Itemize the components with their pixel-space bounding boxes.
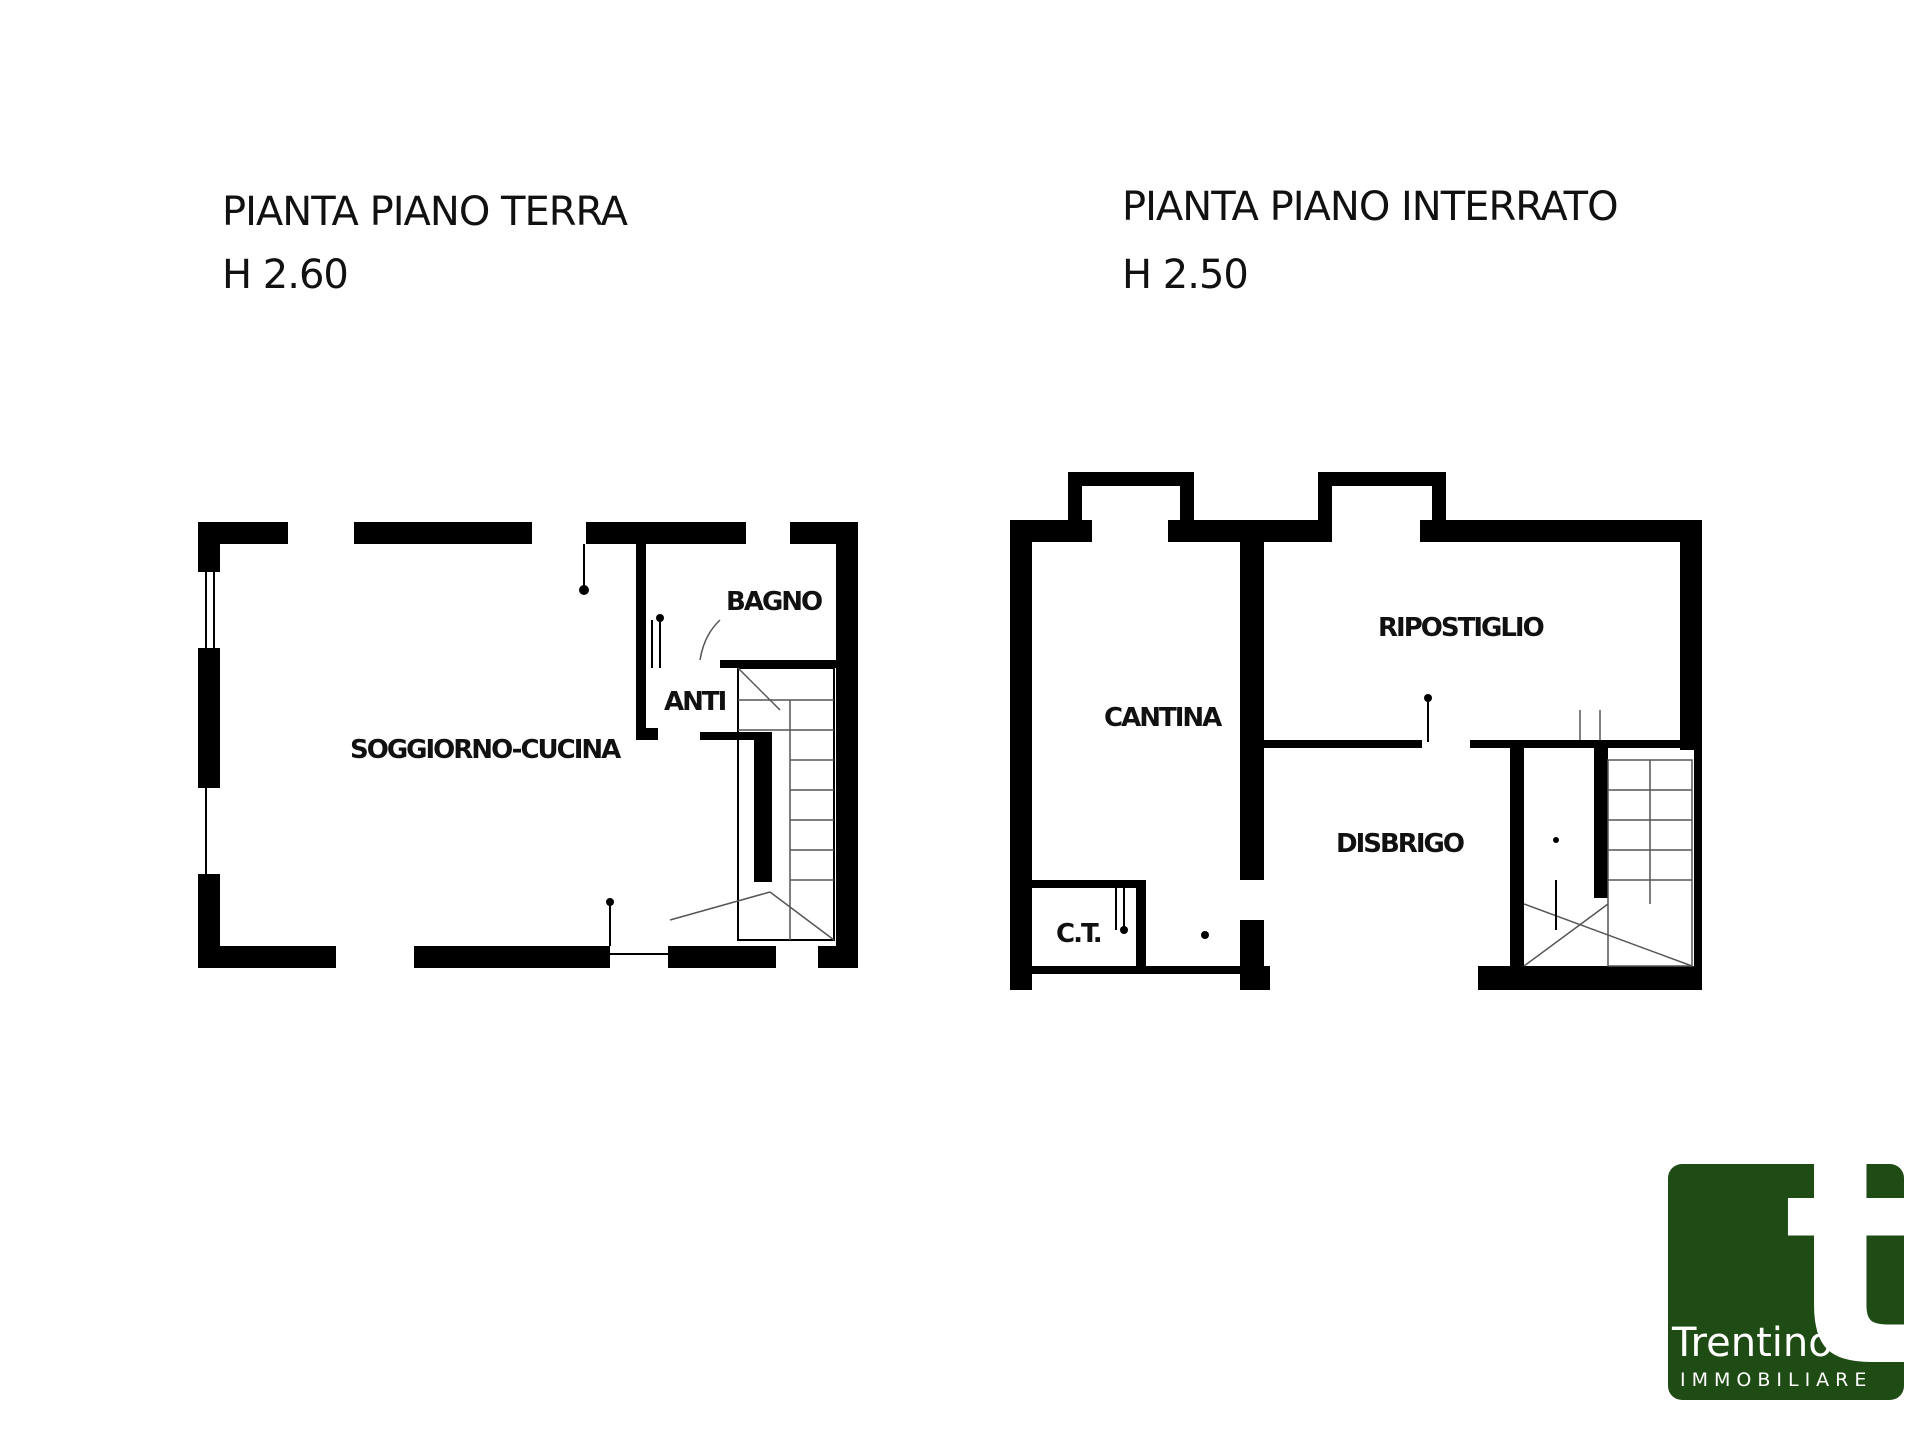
logo-subtitle: IMMOBILIARE bbox=[1680, 1369, 1872, 1391]
room-disbrigo: DISBRIGO bbox=[1336, 829, 1464, 859]
logo-letter: t bbox=[1784, 1084, 1920, 1433]
room-ct: C.T. bbox=[1056, 919, 1101, 949]
room-soggiorno-cucina: SOGGIORNO-CUCINA bbox=[350, 735, 621, 765]
logo-brand: Trentino bbox=[1671, 1320, 1833, 1366]
trentino-immobiliare-logo: t Trentino IMMOBILIARE bbox=[1668, 1084, 1920, 1433]
room-cantina: CANTINA bbox=[1104, 703, 1222, 733]
ground-floor-title: PIANTA PIANO TERRA bbox=[222, 189, 629, 235]
room-ripostiglio: RIPOSTIGLIO bbox=[1378, 613, 1544, 643]
logo-background bbox=[1668, 1164, 1904, 1400]
ground-floor-plan: SOGGIORNO-CUCINA BAGNO ANTI bbox=[198, 522, 858, 968]
basement-title: PIANTA PIANO INTERRATO bbox=[1122, 184, 1618, 230]
room-anti: ANTI bbox=[664, 687, 726, 717]
basement-stair bbox=[1523, 759, 1693, 967]
room-bagno: BAGNO bbox=[726, 587, 822, 617]
ground-stair bbox=[669, 667, 835, 941]
basement-plan: CANTINA RIPOSTIGLIO DISBRIGO C.T. bbox=[1010, 472, 1702, 990]
ground-floor-height: H 2.60 bbox=[222, 252, 348, 298]
basement-height: H 2.50 bbox=[1122, 252, 1248, 298]
